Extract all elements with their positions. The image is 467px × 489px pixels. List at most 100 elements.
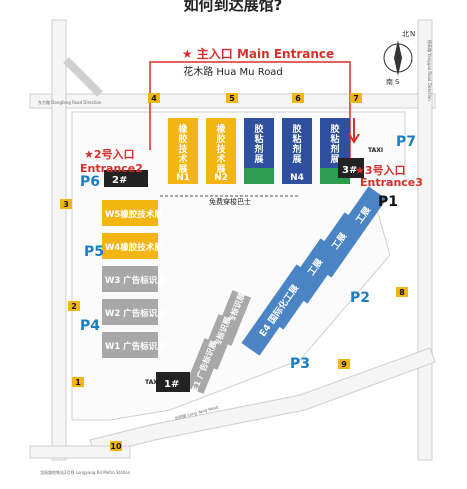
gate-1-marker: [72, 377, 84, 387]
gate-3-marker: [60, 199, 72, 209]
hall-e4-block: [241, 264, 315, 356]
entrance-hall-1: 1#: [156, 372, 190, 392]
dongfang-road-label: 东方路 Dongfang Road Direction: [38, 99, 102, 105]
entrance2-label-cn: ★2号入口: [84, 148, 135, 161]
compass: 北 N 南 S: [383, 30, 415, 86]
gate-8-marker: [396, 287, 408, 297]
gate-2-label: 2: [71, 302, 77, 311]
hall-n2-label-char: 展: [216, 164, 225, 175]
compass-north: N: [410, 30, 415, 38]
hall-n2-label-char: 胶: [216, 133, 225, 145]
gate-9-label: 9: [341, 360, 347, 369]
parking-p3: P3: [290, 356, 310, 372]
entrance-hall-1-block: [156, 372, 190, 392]
hall-w4-block: [102, 233, 158, 259]
gate-8: 8: [396, 287, 408, 297]
gate-9-marker: [338, 359, 350, 369]
hall-n3-accent: [244, 168, 274, 184]
hall-w5: W5橡胶技术展: [102, 200, 163, 226]
parking-p7: P7: [396, 134, 416, 150]
hall-n1-label-char: 术: [177, 153, 187, 165]
hall-w3: W3 广告标识展: [102, 266, 166, 292]
north-halls: 橡胶技术展N1橡胶技术展N2胶粘剂展N3胶粘剂展N4胶粘剂展N5: [168, 118, 350, 184]
gate-6-marker: [292, 93, 304, 103]
hall-n2-label-char: 橡: [216, 123, 226, 135]
compass-south: S: [395, 78, 400, 86]
gate-4: 4: [148, 93, 160, 103]
gate-10-marker: [110, 441, 122, 451]
taxi-label-north: TAXI: [368, 147, 383, 154]
road-bottom: [29, 445, 131, 459]
west-halls: W5橡胶技术展 W4橡胶技术展 W3 广告标识展 W2 广告标识展 W1 广告标识展: [102, 200, 166, 358]
gate-10: 10: [110, 441, 122, 451]
yanggao-road-label: 杨高路 Yanggao Road Direction: [427, 40, 433, 101]
hall-n1-label-char: 胶: [178, 133, 187, 145]
hall-n4-label-char: 粘: [291, 133, 301, 145]
gate-6-label: 6: [295, 94, 301, 103]
gate-1-label: 1: [75, 378, 81, 387]
compass-south-cn: 南: [386, 77, 393, 86]
hall-n3-label-char: 剂: [253, 143, 263, 155]
hall-n2-block: [206, 118, 236, 184]
hall-n5-label-char: 剂: [329, 143, 339, 155]
gate-7-marker: [350, 93, 362, 103]
hall-n1-label-char: 技: [178, 143, 188, 155]
parking-p2: P2: [350, 290, 370, 306]
hall-w5-block: [102, 200, 158, 226]
parking-p4: P4: [80, 318, 100, 334]
entrance-hall-2-label: 2#: [112, 175, 127, 186]
hall-w2-block: [102, 299, 158, 325]
entrance3-label-cn: ★3号入口: [355, 164, 406, 177]
entrance-hall-3-label: 3#: [342, 165, 357, 176]
entrance3-label-en: Entrance3: [360, 176, 423, 189]
entrance3-arrow: [348, 118, 360, 144]
gate-2-marker: [68, 301, 80, 311]
gate-1: 1: [72, 377, 84, 387]
hall-n4-label-char: 胶: [292, 123, 301, 135]
hall-w5-label: W5橡胶技术展: [105, 209, 163, 220]
hall-n3-label-char: 展: [254, 154, 263, 165]
gate-8-label: 8: [399, 288, 405, 297]
parking-p1: P1: [378, 194, 398, 210]
parking-p6: P6: [80, 174, 100, 190]
gate-2: 2: [68, 301, 80, 311]
hall-n5-label-char: 胶: [330, 123, 339, 135]
hall-e1-block: [184, 338, 224, 394]
gate-9: 9: [338, 359, 350, 369]
hall-n1-label-char: 橡: [178, 123, 188, 135]
main-entrance-label: ★ 主入口 Main Entrance: [182, 46, 334, 61]
gate-6: 6: [292, 93, 304, 103]
road-left: [51, 19, 67, 461]
hall-n5-label-char: 粘: [329, 133, 339, 145]
hall-n2-label-char: 技: [216, 143, 226, 155]
parking-p5: P5: [84, 244, 104, 260]
entrance-hall-1-label: 1#: [164, 379, 179, 390]
hall-n5-label-char: 展: [330, 154, 339, 165]
hall-n1-block: [168, 118, 198, 184]
gate-3: 3: [60, 199, 72, 209]
hall-n4-label-char: 剂: [291, 143, 301, 155]
taxi-label-south: TAXI: [145, 379, 160, 386]
compass-needle: [394, 40, 402, 76]
gate-4-label: 4: [151, 94, 157, 103]
metro-label: 龙阳路地铁站2号线 Longyang Rd Metro Station: [40, 469, 131, 475]
hall-w2-label: W2 广告标识展: [105, 308, 166, 319]
hall-w3-block: [102, 266, 158, 292]
main-entrance-bracket: [149, 61, 351, 160]
entrance-hall-3-block: [338, 158, 364, 178]
huamu-road-label: 花木路 Hua Mu Road: [183, 65, 283, 78]
hall-n2-label-char: 术: [215, 153, 225, 165]
gate-5-marker: [226, 93, 238, 103]
hall-w4: W4橡胶技术展: [102, 233, 163, 259]
hall-w2: W2 广告标识展: [102, 299, 166, 325]
hall-n4-label-char: 展: [292, 154, 301, 165]
gate-7-label: 7: [353, 94, 359, 103]
hall-n3-label-char: 胶: [254, 123, 263, 135]
hall-w1: W1 广告标识展: [102, 332, 166, 358]
gate-4-marker: [148, 93, 160, 103]
hall-w4-label: W4橡胶技术展: [105, 242, 163, 253]
